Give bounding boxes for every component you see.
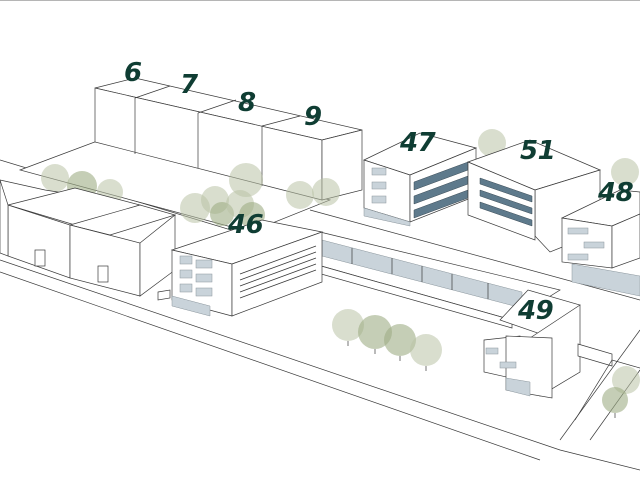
building-51 — [467, 139, 602, 253]
label-building-7: 7 — [180, 70, 198, 100]
trees-courtyard — [332, 309, 640, 418]
building-47 — [363, 132, 478, 227]
label-building-46: 46 — [228, 210, 264, 240]
trees-cluster-left — [41, 129, 639, 228]
label-building-51: 51 — [520, 136, 556, 166]
courtyard-block — [299, 231, 561, 329]
label-building-6: 6 — [124, 58, 142, 88]
building-46 — [157, 219, 324, 317]
label-building-9: 9 — [304, 102, 322, 132]
label-building-49: 49 — [518, 296, 554, 326]
building-48 — [560, 189, 640, 297]
label-building-8: 8 — [238, 88, 256, 118]
label-building-48: 48 — [598, 178, 634, 208]
building-49 — [483, 289, 640, 421]
building-row-6-9 — [94, 77, 363, 201]
label-building-47: 47 — [400, 128, 436, 158]
left-low-buildings — [0, 179, 177, 297]
